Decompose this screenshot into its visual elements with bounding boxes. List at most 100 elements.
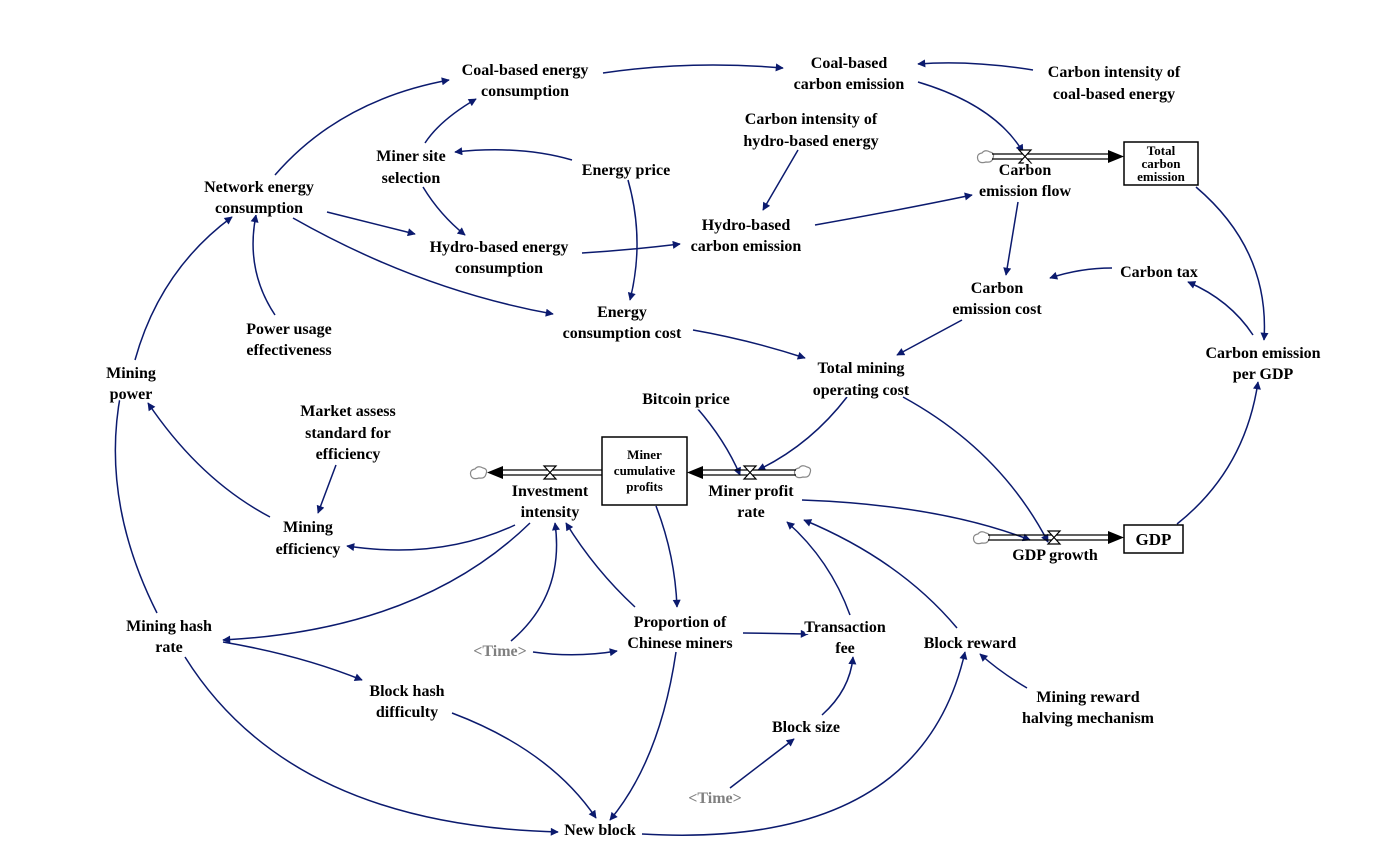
link-carbon-flow-to-carbon-cost	[1003, 201, 1019, 276]
svg-text:emission flow: emission flow	[979, 183, 1071, 200]
link-energy-price-to-energy-cost	[627, 179, 638, 301]
svg-text:carbon emission: carbon emission	[691, 238, 802, 255]
var-hydro-intensity[interactable]: Carbon intensity of hydro-based energy	[741, 109, 880, 152]
link-profit-rate-to-gdp-growth	[801, 499, 1031, 542]
svg-text:Carbon intensity of: Carbon intensity of	[1048, 64, 1181, 81]
var-energy-cost[interactable]: Energy consumption cost	[561, 302, 684, 344]
var-block-difficulty[interactable]: Block hash difficulty	[367, 681, 446, 723]
var-coal-emission[interactable]: Coal-based carbon emission	[792, 53, 907, 95]
var-new-block[interactable]: New block	[562, 820, 638, 841]
svg-text:effectiveness: effectiveness	[246, 342, 331, 359]
svg-text:Chinese miners: Chinese miners	[627, 635, 732, 652]
svg-text:Power usage: Power usage	[246, 321, 331, 338]
svg-text:Carbon: Carbon	[971, 280, 1024, 297]
shadow-var-time-b[interactable]: <Time>	[686, 788, 744, 809]
svg-text:Mining hash: Mining hash	[126, 618, 212, 635]
svg-text:Carbon emission: Carbon emission	[1205, 345, 1320, 362]
link-investment-to-hash-rate	[222, 522, 531, 644]
link-energy-cost-to-total-cost	[692, 329, 806, 360]
svg-text:Market assess: Market assess	[300, 403, 396, 420]
svg-text:Energy price: Energy price	[582, 162, 670, 179]
svg-text:efficiency: efficiency	[316, 446, 381, 463]
svg-text:Energy: Energy	[597, 304, 647, 321]
link-proportion-to-investment	[565, 522, 636, 608]
flow-miner-profit	[687, 465, 812, 480]
svg-text:fee: fee	[835, 640, 855, 657]
svg-text:efficiency: efficiency	[276, 541, 341, 558]
stock-miner-cumulative-profits[interactable]: Miner cumulative profits	[601, 436, 688, 506]
var-gdp-growth[interactable]: GDP growth	[1010, 545, 1100, 566]
miner-profits-line-2: cumulative	[614, 463, 676, 478]
svg-text:Coal-based energy: Coal-based energy	[462, 62, 589, 79]
svg-text:halving mechanism: halving mechanism	[1022, 710, 1155, 727]
causal-links	[114, 59, 1269, 836]
var-carbon-flow[interactable]: Carbon emission flow	[977, 160, 1073, 202]
gdp-growth-valve-icon	[1046, 530, 1062, 545]
link-hydro-emission-to-carbon-flow	[814, 192, 973, 226]
link-pue-to-network-energy	[250, 214, 276, 316]
svg-text:consumption: consumption	[455, 260, 543, 277]
svg-text:Miner site: Miner site	[376, 148, 445, 165]
miner-profits-line-3: profits	[626, 479, 663, 494]
var-carbon-tax[interactable]: Carbon tax	[1118, 262, 1200, 283]
var-coal-energy[interactable]: Coal-based energy consumption	[460, 60, 591, 102]
link-block-reward-to-profit-rate	[803, 519, 958, 629]
flow-investment	[469, 465, 602, 480]
svg-text:operating cost: operating cost	[813, 382, 910, 399]
total-carbon-line-2: carbon	[1142, 156, 1182, 171]
shadow-var-time-a[interactable]: <Time>	[471, 641, 529, 662]
var-block-reward[interactable]: Block reward	[922, 633, 1019, 654]
var-carbon-per-gdp[interactable]: Carbon emission per GDP	[1203, 343, 1322, 385]
carbon-flow-valve-icon	[1017, 149, 1033, 164]
var-mining-efficiency[interactable]: Mining efficiency	[274, 517, 343, 560]
var-profit-rate[interactable]: Miner profit rate	[706, 481, 796, 523]
svg-text:rate: rate	[737, 504, 765, 521]
total-carbon-line-3: emission	[1137, 169, 1185, 184]
investment-valve-icon	[542, 465, 558, 480]
var-carbon-cost[interactable]: Carbon emission cost	[950, 278, 1044, 320]
var-miner-site[interactable]: Miner site selection	[374, 146, 447, 189]
link-hydro-energy-to-hydro-emission	[581, 240, 681, 254]
svg-text:Mining: Mining	[283, 519, 333, 536]
link-miner-site-to-hydro-energy	[422, 186, 466, 236]
var-proportion[interactable]: Proportion of Chinese miners	[625, 612, 734, 654]
var-hash-rate[interactable]: Mining hash rate	[124, 616, 214, 658]
svg-text:coal-based energy: coal-based energy	[1053, 86, 1175, 103]
svg-text:per GDP: per GDP	[1233, 366, 1294, 383]
stock-total-carbon-emission[interactable]: Total carbon emission	[1123, 141, 1199, 186]
svg-text:consumption cost: consumption cost	[563, 325, 682, 342]
var-halving[interactable]: Mining reward halving mechanism	[1020, 687, 1157, 729]
link-time-b-to-block-size	[729, 738, 795, 789]
var-coal-intensity[interactable]: Carbon intensity of coal-based energy	[1046, 62, 1183, 105]
cloud-source-profit-icon	[793, 465, 812, 479]
var-network-energy[interactable]: Network energy consumption	[202, 177, 316, 219]
var-mining-power[interactable]: Mining power	[104, 363, 158, 405]
link-network-energy-to-hydro-energy	[326, 211, 416, 237]
link-proportion-to-tx-fee	[742, 629, 809, 638]
svg-text:<Time>: <Time>	[688, 790, 742, 807]
svg-text:Hydro-based: Hydro-based	[702, 217, 791, 234]
var-market-standard[interactable]: Market assess standard for efficiency	[298, 401, 398, 465]
link-hash-rate-to-block-difficulty	[222, 641, 363, 682]
var-energy-price[interactable]: Energy price	[580, 160, 672, 181]
var-total-cost[interactable]: Total mining operating cost	[811, 358, 912, 401]
link-total-cost-to-profit-rate	[757, 396, 848, 471]
svg-text:Hydro-based energy: Hydro-based energy	[430, 239, 569, 256]
stock-gdp[interactable]: GDP	[1123, 524, 1184, 554]
var-pue[interactable]: Power usage effectiveness	[244, 319, 333, 361]
link-hash-rate-to-new-block	[184, 656, 559, 836]
var-hydro-energy[interactable]: Hydro-based energy consumption	[428, 237, 571, 279]
cloud-source-carbon-icon	[976, 150, 995, 164]
var-block-size[interactable]: Block size	[770, 717, 842, 738]
var-investment[interactable]: Investment intensity	[510, 481, 591, 523]
link-investment-to-mining-efficiency	[346, 524, 516, 552]
var-bitcoin-price[interactable]: Bitcoin price	[640, 389, 732, 410]
svg-text:Carbon: Carbon	[999, 162, 1052, 179]
var-hydro-emission[interactable]: Hydro-based carbon emission	[689, 215, 804, 257]
link-time-a-to-proportion	[532, 648, 618, 657]
var-tx-fee[interactable]: Transaction fee	[802, 617, 888, 659]
link-network-energy-to-coal-energy	[274, 77, 450, 176]
link-carbon-cost-to-total-cost	[896, 319, 963, 356]
svg-text:Network energy: Network energy	[204, 179, 314, 196]
svg-text:Proportion of: Proportion of	[634, 614, 727, 631]
